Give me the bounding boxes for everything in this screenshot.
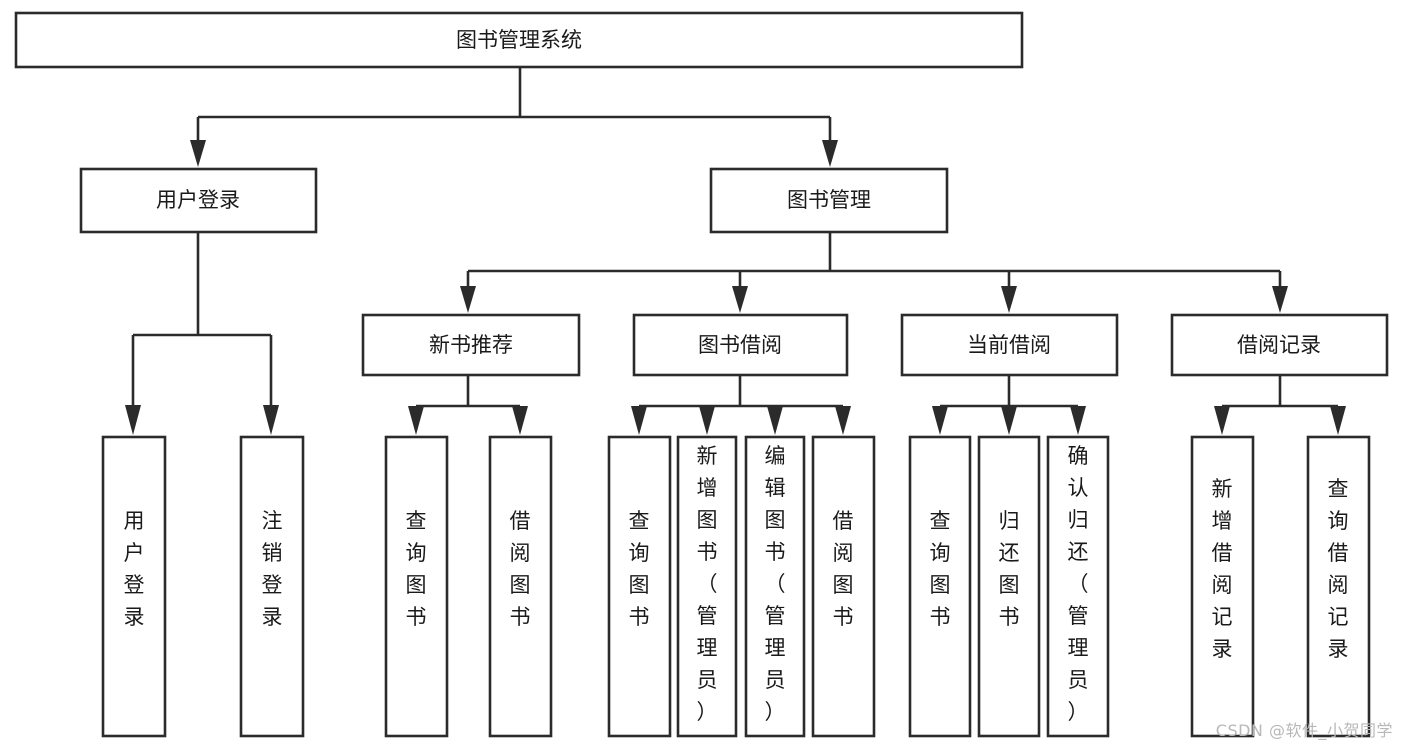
node-book-borrow-label: 图书借阅 (698, 333, 782, 357)
node-book-management-label: 图书管理 (787, 188, 871, 212)
leaf-box[interactable] (488, 435, 553, 738)
leaf-label: 用户登录 (124, 509, 145, 629)
leaf-node[interactable]: 新增图书（管理员） (676, 435, 738, 738)
arrow-borrow-leaf-3 (767, 406, 783, 435)
leaf-node[interactable]: 用户登录 (101, 435, 167, 738)
leaf-box[interactable] (676, 435, 738, 738)
arrow-newbook-leaf-2 (512, 406, 528, 435)
leaf-node[interactable]: 编辑图书（管理员） (744, 435, 806, 738)
leaf-box[interactable] (607, 435, 672, 738)
node-current-borrow-box[interactable] (900, 313, 1119, 377)
leaf-label: 查询借阅记录 (1328, 477, 1349, 661)
node-new-book-recommend[interactable]: 新书推荐 (361, 313, 581, 377)
arrow-newbook-leaf-1 (408, 406, 424, 435)
node-current-borrow-label: 当前借阅 (967, 333, 1051, 357)
arrow-bookmgmt-to-current (1001, 286, 1017, 313)
node-user-login-label: 用户登录 (156, 188, 240, 212)
leaf-label: 注销登录 (262, 509, 283, 629)
node-root-box[interactable] (14, 11, 1024, 69)
arrow-current-leaf-3 (1070, 406, 1086, 435)
leaf-node[interactable]: 借阅图书 (488, 435, 553, 738)
leaf-label: 新增借阅记录 (1212, 477, 1233, 661)
leaf-node[interactable]: 借阅图书 (811, 435, 876, 738)
node-user-login-box[interactable] (79, 167, 318, 234)
leaf-node[interactable]: 新增借阅记录 (1190, 435, 1255, 738)
leaf-node[interactable]: 查询图书 (607, 435, 672, 738)
arrow-borrow-leaf-4 (835, 406, 851, 435)
arrow-bookmgmt-to-record (1272, 286, 1288, 313)
node-book-management[interactable]: 图书管理 (709, 167, 949, 234)
leaf-node[interactable]: 注销登录 (239, 435, 305, 738)
node-book-borrow[interactable]: 图书借阅 (632, 313, 849, 377)
node-root-label: 图书管理系统 (456, 28, 582, 52)
leaf-box[interactable] (744, 435, 806, 738)
leaf-node[interactable]: 查询图书 (384, 435, 449, 738)
leaf-box[interactable] (1046, 435, 1110, 738)
csdn-watermark: CSDN @软件_小贺同学 (1215, 721, 1393, 740)
leaf-node[interactable]: 归还图书 (977, 435, 1041, 738)
leaf-label: 编辑图书（管理员） (765, 444, 786, 724)
node-user-login[interactable]: 用户登录 (79, 167, 318, 234)
node-borrow-record-label: 借阅记录 (1237, 333, 1321, 357)
arrow-record-leaf-1 (1214, 406, 1230, 435)
leaf-label: 查询图书 (930, 509, 951, 629)
arrow-borrow-leaf-1 (631, 406, 647, 435)
node-current-borrow[interactable]: 当前借阅 (900, 313, 1119, 377)
leaf-box[interactable] (811, 435, 876, 738)
leaf-box[interactable] (1190, 435, 1255, 738)
leaf-label: 借阅图书 (510, 509, 531, 629)
arrow-bookmgmt-to-newbook (460, 286, 476, 313)
arrow-root-to-bookmgmt (822, 140, 838, 167)
node-borrow-record[interactable]: 借阅记录 (1170, 313, 1389, 377)
arrow-bookmgmt-to-borrow (732, 286, 748, 313)
leaf-box[interactable] (384, 435, 449, 738)
node-book-borrow-box[interactable] (632, 313, 849, 377)
leaf-node[interactable]: 确认归还（管理员） (1046, 435, 1110, 738)
leaf-box[interactable] (908, 435, 972, 738)
node-borrow-record-box[interactable] (1170, 313, 1389, 377)
leaf-box[interactable] (1306, 435, 1371, 738)
leaf-node[interactable]: 查询图书 (908, 435, 972, 738)
node-root[interactable]: 图书管理系统 (14, 11, 1024, 69)
leaf-box[interactable] (101, 435, 167, 738)
node-new-book-recommend-box[interactable] (361, 313, 581, 377)
arrow-root-to-userlogin (190, 140, 206, 167)
arrow-userlogin-leaf-1 (125, 405, 141, 435)
leaf-node[interactable]: 查询借阅记录 (1306, 435, 1371, 738)
leaf-label: 查询图书 (406, 509, 427, 629)
connector-layer (125, 67, 1346, 435)
leaf-label: 新增图书（管理员） (697, 444, 718, 724)
leaf-label: 借阅图书 (833, 509, 854, 629)
leaf-box[interactable] (977, 435, 1041, 738)
node-new-book-recommend-label: 新书推荐 (429, 333, 513, 357)
leaf-label: 查询图书 (629, 509, 650, 629)
arrow-record-leaf-2 (1330, 406, 1346, 435)
arrow-current-leaf-1 (932, 406, 948, 435)
arrow-borrow-leaf-2 (699, 406, 715, 435)
arrow-current-leaf-2 (1001, 406, 1017, 435)
leaf-label: 确认归还（管理员） (1068, 444, 1089, 724)
leaf-label: 归还图书 (999, 509, 1020, 629)
node-book-management-box[interactable] (709, 167, 949, 234)
arrow-userlogin-leaf-2 (263, 405, 279, 435)
leaf-box[interactable] (239, 435, 305, 738)
